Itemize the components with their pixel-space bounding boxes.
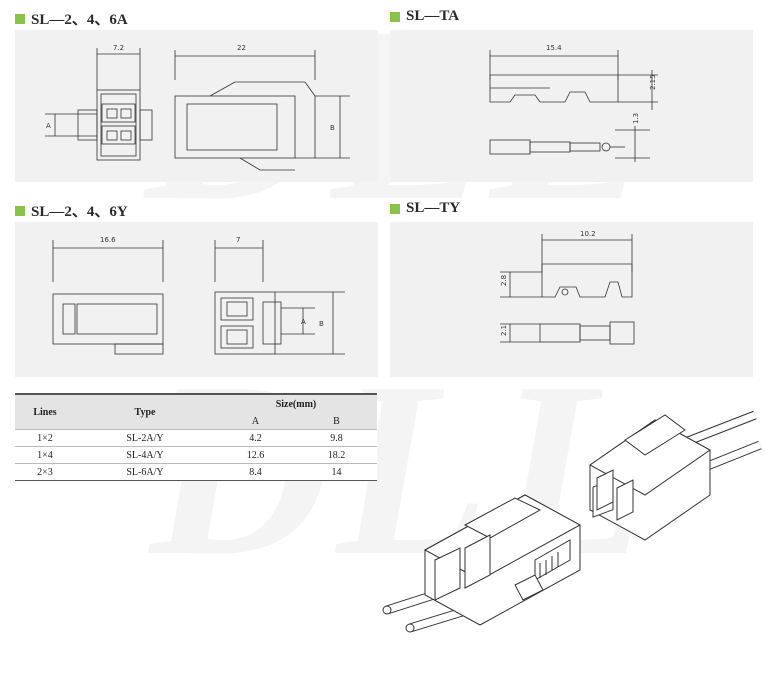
cell-b: 14 xyxy=(295,463,377,481)
cell-type: SL-4A/Y xyxy=(75,446,215,464)
section-title-c: SL—2、4、6Y xyxy=(15,200,128,221)
green-square-icon xyxy=(15,13,25,24)
dim-d-height1: 2.8 xyxy=(500,275,508,286)
cell-lines: 1×4 xyxy=(15,446,75,464)
dim-a-A: A xyxy=(46,122,51,130)
dim-b-height2: 1.3 xyxy=(632,113,640,124)
cell-b: 18.2 xyxy=(295,446,377,464)
section-title-c-text: SL—2、4、6Y xyxy=(31,204,128,220)
panel-a-drawing: 7.2 A 22 B xyxy=(45,44,350,171)
dim-c-A: A xyxy=(301,318,306,326)
section-title-a-text: SL—2、4、6A xyxy=(31,12,128,28)
green-square-icon xyxy=(390,203,400,214)
table-row: 1×4 SL-4A/Y 12.6 18.2 xyxy=(15,446,377,464)
header-b: B xyxy=(295,413,377,430)
panel-a: 7.2 A 22 B xyxy=(15,30,378,182)
green-square-icon xyxy=(390,11,400,22)
section-title-d: SL—TY xyxy=(390,200,460,217)
dim-b-height1: 2.15 xyxy=(649,74,657,90)
cell-b: 9.8 xyxy=(295,429,377,447)
panel-b-drawing: 15.4 2.15 1.3 xyxy=(489,44,658,162)
table-row: 2×3 SL-6A/Y 8.4 14 xyxy=(15,463,377,481)
dim-c-length: 16.6 xyxy=(100,236,116,244)
dim-d-length: 10.2 xyxy=(580,230,596,238)
dim-b-length: 15.4 xyxy=(546,44,562,52)
dim-a-length: 22 xyxy=(237,44,246,52)
dim-a-width: 7.2 xyxy=(113,44,124,52)
section-title-a: SL—2、4、6A xyxy=(15,8,128,29)
cell-a: 4.2 xyxy=(215,429,296,447)
header-lines: Lines xyxy=(15,393,75,430)
dim-d-height2: 2.1 xyxy=(500,325,508,336)
panel-b: 15.4 2.15 1.3 xyxy=(390,30,753,182)
cell-type: SL-2A/Y xyxy=(75,429,215,447)
dim-a-B: B xyxy=(330,124,335,132)
green-square-icon xyxy=(15,205,25,216)
dim-c-B: B xyxy=(319,320,324,328)
panel-d-drawing: 10.2 2.8 2.1 xyxy=(500,230,635,345)
connector-3d-illustration xyxy=(382,410,762,633)
table-row: 1×2 SL-2A/Y 4.2 9.8 xyxy=(15,429,377,447)
dim-c-width: 7 xyxy=(236,236,240,244)
header-type: Type xyxy=(75,393,215,430)
section-title-b: SL—TA xyxy=(390,8,459,25)
section-title-d-text: SL—TY xyxy=(406,200,461,216)
panel-d: 10.2 2.8 2.1 xyxy=(390,222,753,377)
header-a: A xyxy=(215,413,296,430)
header-size: Size(mm) xyxy=(215,393,377,413)
cell-lines: 1×2 xyxy=(15,429,75,447)
cell-a: 12.6 xyxy=(215,446,296,464)
section-title-b-text: SL—TA xyxy=(406,8,460,24)
cell-type: SL-6A/Y xyxy=(75,463,215,481)
panel-c: 16.6 7 A B xyxy=(15,222,378,377)
size-table: Lines Type Size(mm) A B 1×2 SL-2A/Y 4.2 … xyxy=(15,393,377,481)
panel-c-drawing: 16.6 7 A B xyxy=(52,236,345,355)
cell-lines: 2×3 xyxy=(15,463,75,481)
cell-a: 8.4 xyxy=(215,463,296,481)
